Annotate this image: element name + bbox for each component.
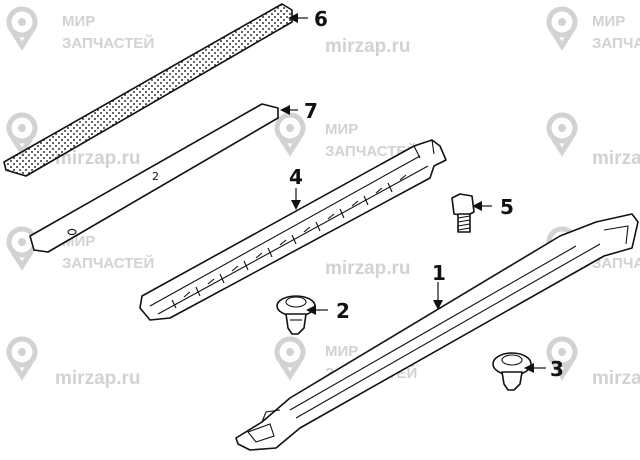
leader-lines bbox=[280, 13, 546, 373]
part-2-clip bbox=[276, 295, 316, 335]
callout-7: 7 bbox=[304, 99, 318, 123]
part-6-scuff-plate bbox=[3, 3, 293, 177]
watermark-url: mirzap.ru bbox=[592, 368, 640, 389]
location-pin-icon bbox=[9, 9, 35, 46]
callout-4: 4 bbox=[289, 165, 303, 189]
watermark-url: mirzap.ru bbox=[592, 148, 640, 169]
watermark-brand-4: МИР ЗАПЧАСТЕЙ bbox=[9, 229, 154, 272]
watermark-url: mirzap.ru bbox=[55, 148, 141, 169]
part-5-bolt bbox=[451, 193, 475, 233]
part-7-trim-strip: 2 bbox=[29, 103, 279, 253]
part-3-clip bbox=[492, 352, 532, 391]
callout-3: 3 bbox=[550, 357, 564, 381]
location-pin-icon bbox=[549, 115, 575, 152]
watermark-brand-1: МИР ЗАПЧАСТЕЙ bbox=[9, 9, 154, 52]
watermark-url: mirzap.ru bbox=[55, 368, 141, 389]
watermark-brand-line1: МИР bbox=[325, 343, 358, 360]
watermark-url: mirzap.ru bbox=[325, 36, 411, 57]
callout-5: 5 bbox=[500, 195, 514, 219]
watermark-brand-line2: ЗАПЧАСТЕЙ bbox=[62, 34, 154, 52]
callout-1: 1 bbox=[432, 261, 446, 285]
callout-6: 6 bbox=[314, 7, 328, 31]
part-1-rocker-panel bbox=[235, 213, 639, 451]
location-pin-icon bbox=[277, 115, 303, 152]
watermark-brand-3: МИР ЗАПЧАСТЕЙ bbox=[277, 115, 417, 160]
part-4-sill-retainer bbox=[139, 139, 447, 321]
watermark-brand-line1: МИР bbox=[325, 121, 358, 138]
watermark-brand-line2: ЗАПЧАСТЕЙ bbox=[62, 254, 154, 272]
location-pin-icon bbox=[549, 9, 575, 46]
watermark-brand-line1: МИР bbox=[62, 13, 95, 30]
watermark-url: mirzap.ru bbox=[325, 258, 411, 279]
part-7-mark: 2 bbox=[152, 170, 159, 183]
location-pin-icon bbox=[9, 339, 35, 376]
watermark-brand-line2: ЗАПЧАСТЕЙ bbox=[592, 34, 640, 52]
callout-2: 2 bbox=[336, 299, 350, 323]
watermark-brand-line1: МИР bbox=[592, 13, 625, 30]
watermark-brand-line2: ЗАПЧАСТЕЙ bbox=[592, 254, 640, 272]
watermark-brand-2: МИР ЗАПЧАСТЕЙ bbox=[549, 9, 640, 52]
location-pin-icon bbox=[277, 339, 303, 376]
watermark-brand-line2: ЗАПЧАСТЕЙ bbox=[325, 142, 417, 160]
